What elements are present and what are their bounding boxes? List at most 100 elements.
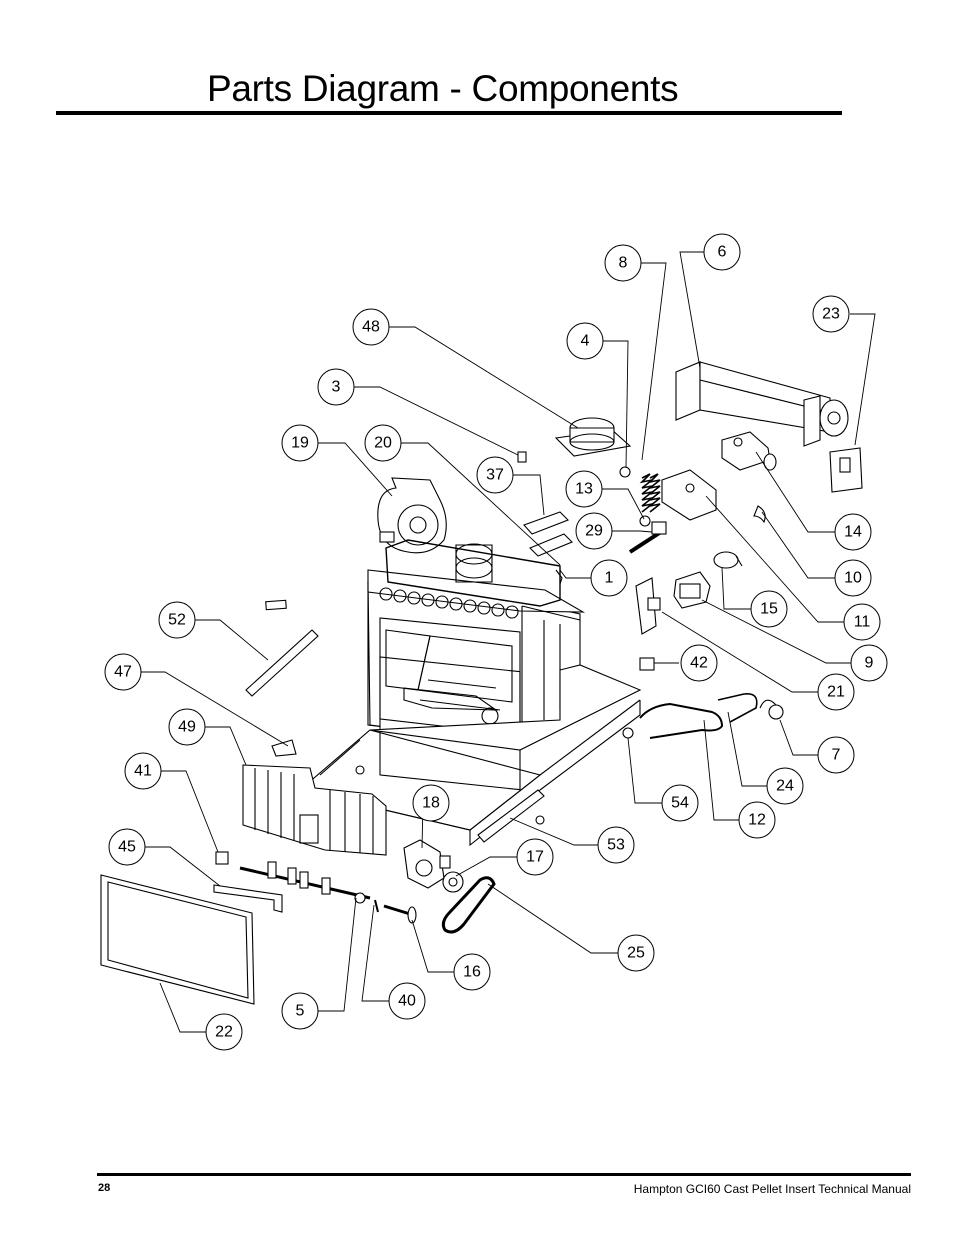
callout-12: 12 (738, 801, 776, 839)
callout-29: 29 (575, 512, 613, 550)
part-thermodisc (759, 699, 784, 720)
footer-rule (97, 1173, 911, 1176)
part-angle-bracket (271, 739, 297, 757)
svg-text:37: 37 (486, 467, 504, 484)
svg-text:5: 5 (296, 1003, 305, 1020)
callout-21: 21 (817, 673, 855, 711)
callout-16: 16 (453, 953, 491, 991)
svg-text:1: 1 (605, 570, 614, 587)
svg-text:4: 4 (581, 333, 590, 350)
part-gasket-strip (213, 884, 283, 913)
firebox-body (367, 569, 586, 791)
callout-17: 17 (516, 838, 554, 876)
part-wire-24 (717, 692, 758, 723)
part-rail (477, 789, 545, 843)
page-title: Parts Diagram - Components (207, 68, 679, 109)
callout-54: 54 (661, 784, 699, 822)
callout-49: 49 (168, 708, 206, 746)
callout-13: 13 (565, 470, 603, 508)
part-spring (639, 473, 661, 513)
svg-text:14: 14 (844, 524, 862, 541)
svg-text:18: 18 (422, 795, 440, 812)
base-pan (298, 664, 642, 847)
part-louver-panel (242, 764, 387, 856)
callout-42: 42 (680, 644, 718, 682)
part-bracket-11 (661, 469, 717, 521)
callout-18: 18 (412, 784, 450, 822)
callout-22: 22 (205, 1013, 243, 1051)
callout-45: 45 (108, 828, 146, 866)
callout-37: 37 (476, 456, 514, 494)
callout-11: 11 (843, 603, 881, 641)
svg-text:45: 45 (118, 839, 136, 856)
svg-text:17: 17 (526, 849, 544, 866)
svg-text:12: 12 (748, 812, 766, 829)
callout-23: 23 (812, 295, 850, 333)
svg-text:48: 48 (362, 319, 380, 336)
svg-text:24: 24 (776, 778, 794, 795)
callout-48: 48 (352, 308, 390, 346)
svg-text:11: 11 (854, 614, 871, 631)
part-sprocket (442, 871, 464, 893)
part-tab (215, 851, 229, 865)
svg-text:3: 3 (332, 379, 341, 396)
part-grommet (622, 727, 634, 739)
svg-text:16: 16 (463, 964, 481, 981)
svg-text:10: 10 (844, 570, 862, 587)
callout-3: 3 (317, 368, 355, 406)
svg-text:15: 15 (760, 601, 778, 618)
callout-24: 24 (766, 767, 804, 805)
manual-title: Hampton GCI60 Cast Pellet Insert Technic… (633, 1182, 911, 1196)
svg-text:42: 42 (690, 655, 708, 672)
callout-7: 7 (817, 736, 855, 774)
callout-4: 4 (566, 322, 604, 360)
callout-25: 25 (617, 934, 655, 972)
part-glass-panel (100, 874, 255, 1005)
part-motor-14 (721, 431, 777, 471)
leader-lines (141, 251, 876, 1033)
svg-text:29: 29 (585, 523, 603, 540)
part-connector (639, 657, 655, 671)
svg-text:54: 54 (671, 795, 689, 812)
part-control-board (635, 577, 661, 635)
callout-1: 1 (590, 559, 628, 597)
svg-text:19: 19 (291, 435, 309, 452)
part-small-bracket (265, 599, 287, 611)
callout-15: 15 (750, 590, 788, 628)
callout-14: 14 (834, 513, 872, 551)
part-nut (619, 466, 631, 478)
part-capacitor (713, 551, 743, 569)
svg-text:47: 47 (114, 664, 132, 681)
callout-41: 41 (124, 752, 162, 790)
part-flue-collar (455, 543, 493, 583)
part-sensor-tube (639, 702, 724, 739)
svg-text:52: 52 (168, 612, 186, 629)
svg-text:22: 22 (215, 1024, 233, 1041)
part-sprocket-shaft (383, 904, 417, 924)
svg-text:53: 53 (607, 837, 625, 854)
front-panel-holes (379, 587, 519, 619)
svg-text:20: 20 (374, 435, 392, 452)
title-rule (56, 111, 842, 115)
part-clip-10 (753, 505, 766, 524)
svg-text:23: 23 (822, 306, 840, 323)
svg-text:6: 6 (718, 244, 727, 261)
callout-52: 52 (158, 601, 196, 639)
callout-53: 53 (597, 826, 635, 864)
svg-text:40: 40 (398, 993, 416, 1010)
svg-text:9: 9 (865, 655, 874, 672)
page-number: 28 (98, 1182, 111, 1194)
callouts: 8 6 23 48 4 3 19 20 37 13 29 1 14 10 15 … (104, 233, 888, 1051)
callout-10: 10 (834, 559, 872, 597)
callout-20: 20 (364, 424, 402, 462)
svg-text:49: 49 (178, 719, 196, 736)
part-igniter (628, 521, 667, 554)
svg-text:7: 7 (832, 747, 841, 764)
part-collar-plate (554, 417, 632, 457)
part-transformer (673, 571, 711, 609)
callout-9: 9 (850, 644, 888, 682)
part-chain (441, 876, 496, 934)
callout-47: 47 (104, 653, 142, 691)
part-control-plates (523, 511, 573, 557)
